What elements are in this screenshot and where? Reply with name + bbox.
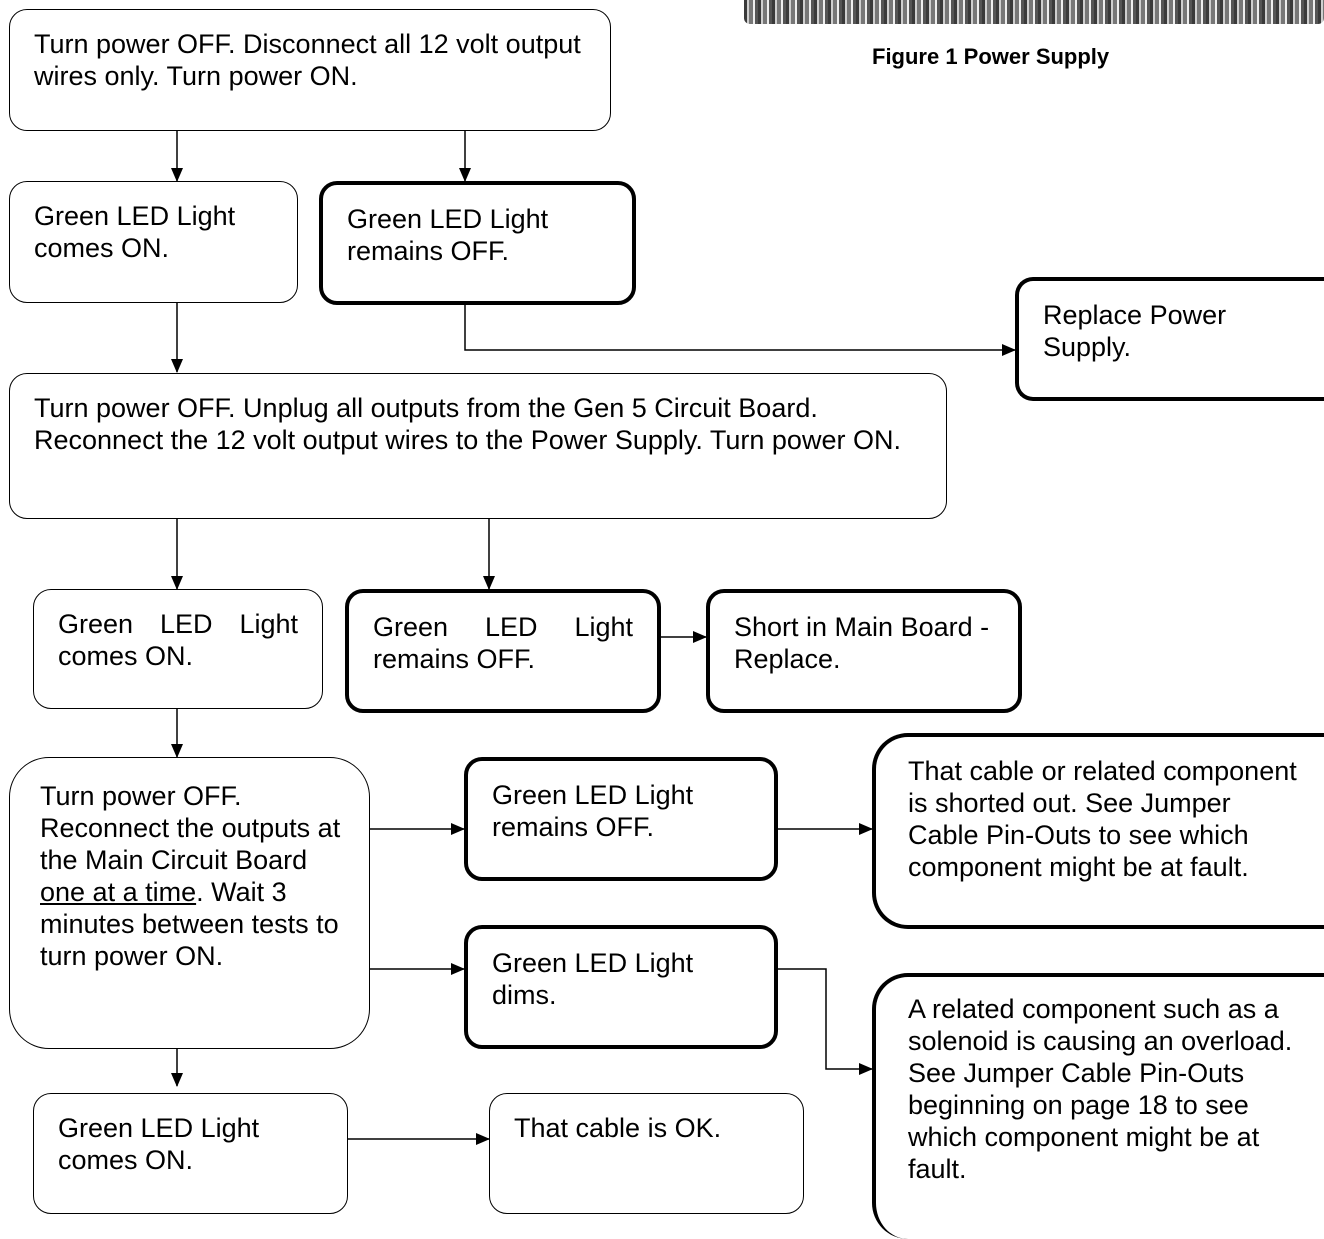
step-unplug-outputs: Turn power OFF. Unplug all outputs from … [9, 373, 947, 519]
figure-caption: Figure 1 Power Supply [872, 44, 1110, 69]
result-green-off-1-text: Green LED Light remains OFF. [347, 204, 549, 266]
result-green-on-3-text: Green LED Light comes ON. [58, 1113, 260, 1175]
result-green-dims: Green LED Light dims. [464, 925, 778, 1049]
arrow-dims-to-overload [778, 968, 873, 1075]
action-short-main-board: Short in Main Board - Replace. [706, 589, 1022, 713]
step-disconnect-outputs: Turn power OFF. Disconnect all 12 volt o… [9, 9, 611, 131]
result-green-off-2: Green LED Light remains OFF. [345, 589, 661, 713]
step-unplug-outputs-text: Turn power OFF. Unplug all outputs from … [34, 393, 901, 455]
result-green-on-2: Green LED Light comes ON. [33, 589, 323, 709]
result-green-dims-text: Green LED Light dims. [492, 948, 694, 1010]
result-green-on-1: Green LED Light comes ON. [9, 181, 298, 303]
diagnosis-cable-shorted-text: That cable or related component is short… [908, 756, 1297, 882]
diagnosis-overload-text: A related component such as a solenoid i… [908, 994, 1293, 1184]
diagnosis-cable-shorted: That cable or related component is short… [872, 733, 1324, 929]
arrow-off1-to-replace [464, 304, 1016, 356]
power-supply-photo [744, 0, 1324, 24]
step-reconnect-one-at-a-time: Turn power OFF. Reconnect the outputs at… [9, 757, 370, 1049]
result-green-off-3-text: Green LED Light remains OFF. [492, 780, 694, 842]
diagnosis-overload: A related component such as a solenoid i… [872, 973, 1324, 1239]
action-replace-power-supply-text: Replace Power Supply. [1043, 300, 1227, 362]
action-short-main-board-text: Short in Main Board - Replace. [734, 612, 990, 674]
result-green-off-2-text: Green LED Light remains OFF. [373, 612, 633, 674]
result-green-off-3: Green LED Light remains OFF. [464, 757, 778, 881]
result-green-on-3: Green LED Light comes ON. [33, 1093, 348, 1214]
result-green-on-2-text: Green LED Light comes ON. [58, 609, 298, 671]
step-disconnect-outputs-text: Turn power OFF. Disconnect all 12 volt o… [34, 29, 581, 91]
step-reconnect-text-post: . Wait 3 minutes between tests to turn p… [40, 877, 339, 971]
step-reconnect-text-pre: Turn power OFF. Reconnect the outputs at… [40, 781, 341, 875]
result-cable-ok: That cable is OK. [489, 1093, 804, 1214]
step-reconnect-text-underline: one at a time [40, 877, 197, 907]
result-green-off-1: Green LED Light remains OFF. [319, 181, 636, 305]
action-replace-power-supply: Replace Power Supply. [1015, 277, 1324, 401]
result-green-on-1-text: Green LED Light comes ON. [34, 201, 236, 263]
result-cable-ok-text: That cable is OK. [514, 1113, 722, 1143]
